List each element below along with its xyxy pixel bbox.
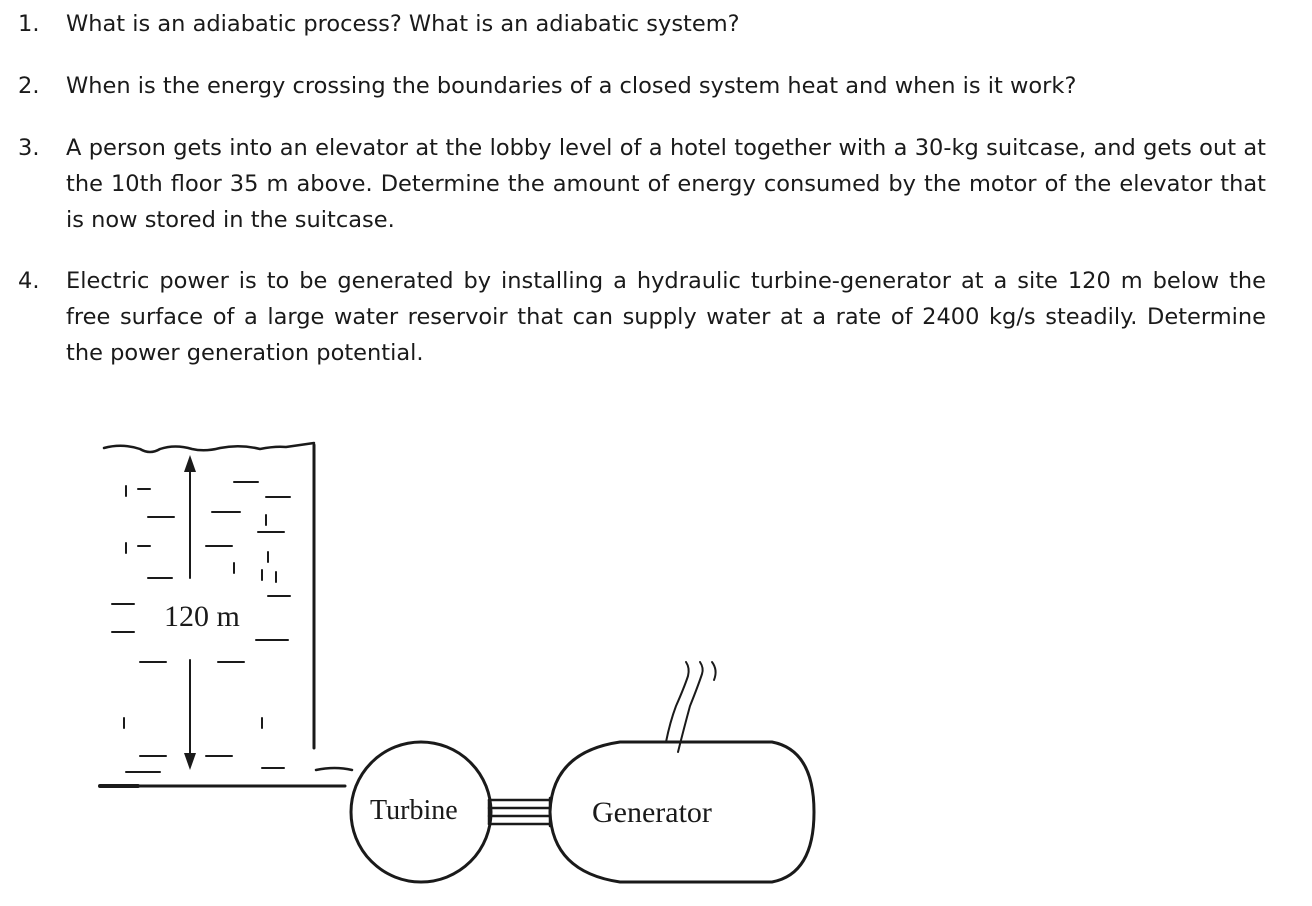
question-number: 3. bbox=[18, 135, 40, 161]
height-label: 120 m bbox=[164, 600, 240, 633]
arrow-up-icon bbox=[184, 455, 196, 472]
question-2: 2. When is the energy crossing the bound… bbox=[0, 68, 1312, 104]
shaft bbox=[487, 796, 552, 828]
question-text: A person gets into an elevator at the lo… bbox=[66, 135, 1266, 233]
water-hatching bbox=[111, 481, 291, 773]
output-wires bbox=[665, 661, 717, 753]
question-4: 4. Electric power is to be generated by … bbox=[0, 263, 1312, 371]
question-number: 1. bbox=[18, 11, 40, 37]
question-3: 3. A person gets into an elevator at the… bbox=[0, 130, 1312, 238]
arrow-down-icon bbox=[184, 753, 196, 770]
penstock bbox=[314, 766, 354, 772]
turbine-circle bbox=[349, 740, 493, 884]
question-number: 2. bbox=[18, 73, 40, 99]
question-number: 4. bbox=[18, 268, 40, 294]
question-text: What is an adiabatic process? What is an… bbox=[66, 11, 740, 37]
turbine-label: Turbine bbox=[370, 795, 458, 826]
generator-label: Generator bbox=[592, 796, 712, 829]
question-text: When is the energy crossing the boundari… bbox=[66, 73, 1077, 99]
question-1: 1. What is an adiabatic process? What is… bbox=[0, 6, 1312, 42]
reservoir-surface bbox=[102, 441, 316, 454]
generator-box bbox=[548, 740, 816, 884]
question-text: Electric power is to be generated by ins… bbox=[66, 268, 1266, 366]
